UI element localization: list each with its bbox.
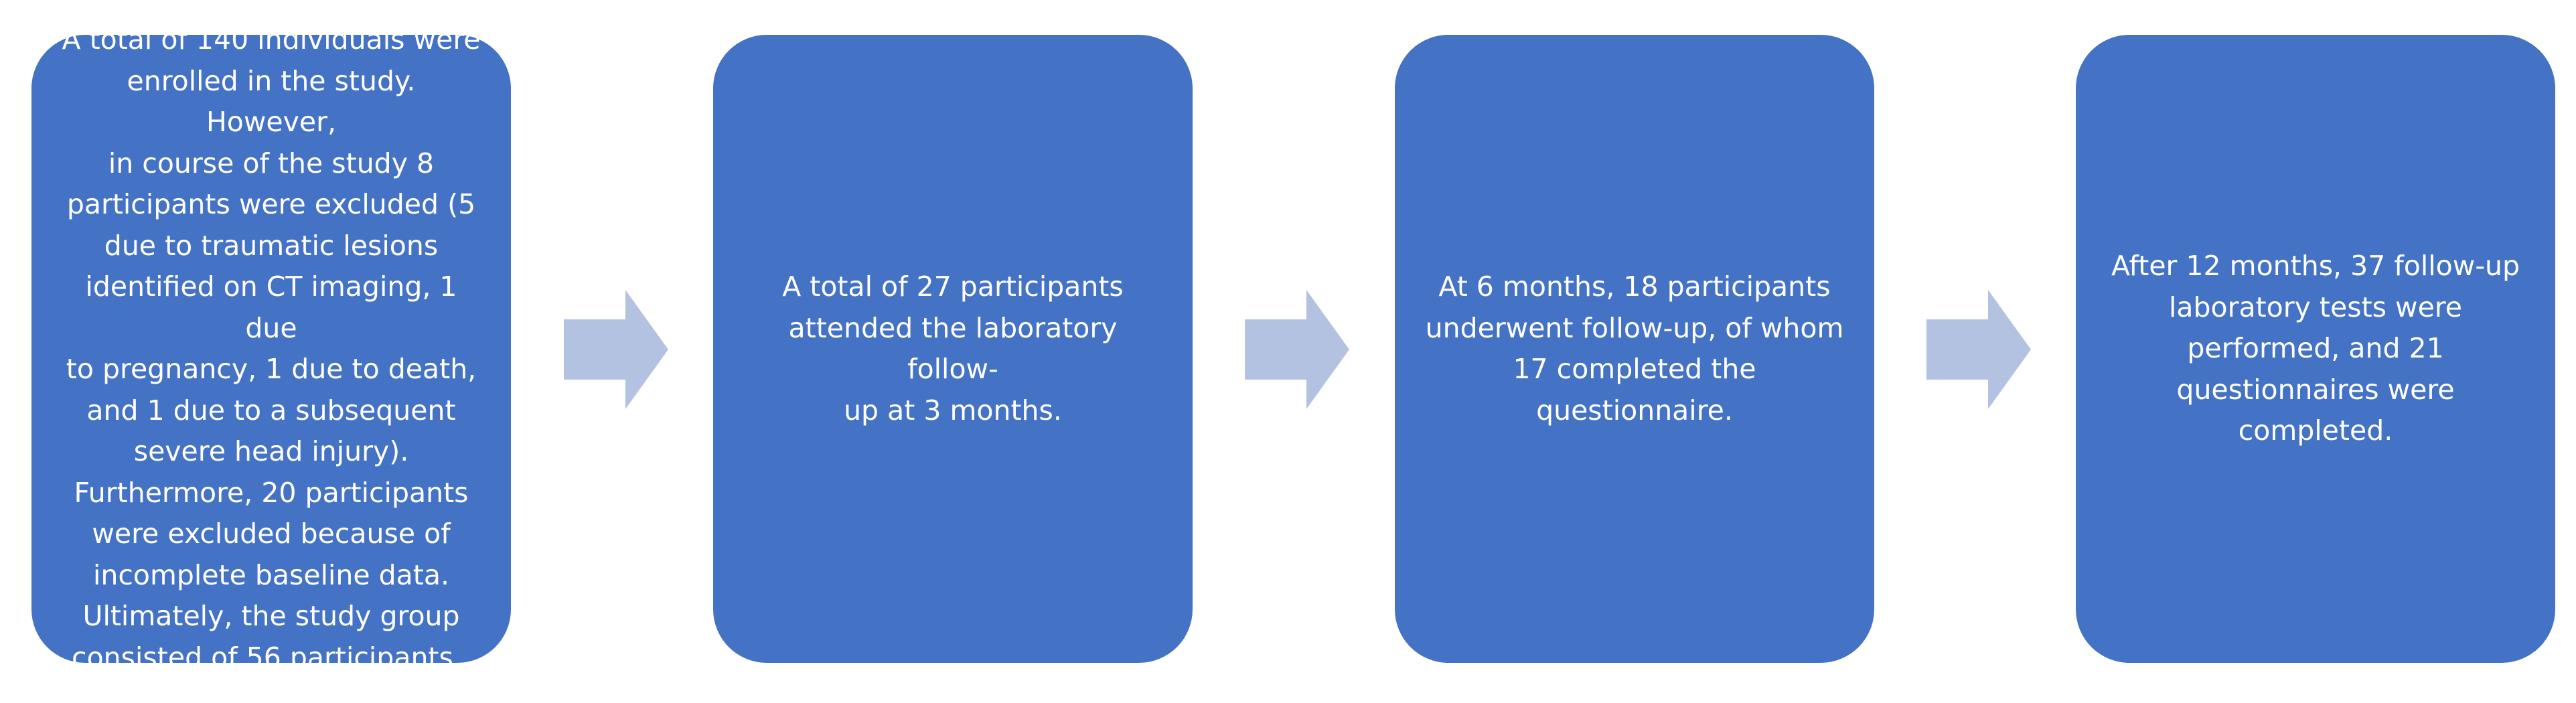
step-2-box: A total of 27 participants attended the …: [713, 35, 1193, 663]
arrow-right-icon: [1245, 290, 1349, 409]
step-2-text: A total of 27 participants attended the …: [782, 270, 1124, 426]
arrow-right-icon: [1926, 290, 2031, 409]
step-4-text: After 12 months, 37 follow-up laboratory…: [2111, 250, 2520, 447]
step-4-box: After 12 months, 37 follow-up laboratory…: [2076, 35, 2555, 663]
step-1-text: A total of 140 individuals were enrolled…: [62, 23, 481, 674]
step-3-box: At 6 months, 18 participants underwent f…: [1395, 35, 1874, 663]
step-1-box: A total of 140 individuals were enrolled…: [31, 23, 511, 674]
arrow-1-shape: [564, 290, 668, 409]
arrow-3-shape: [1926, 290, 2031, 409]
step-3-text: At 6 months, 18 participants underwent f…: [1425, 270, 1844, 426]
arrow-2-shape: [1245, 290, 1349, 409]
arrow-right-icon: [564, 290, 668, 409]
